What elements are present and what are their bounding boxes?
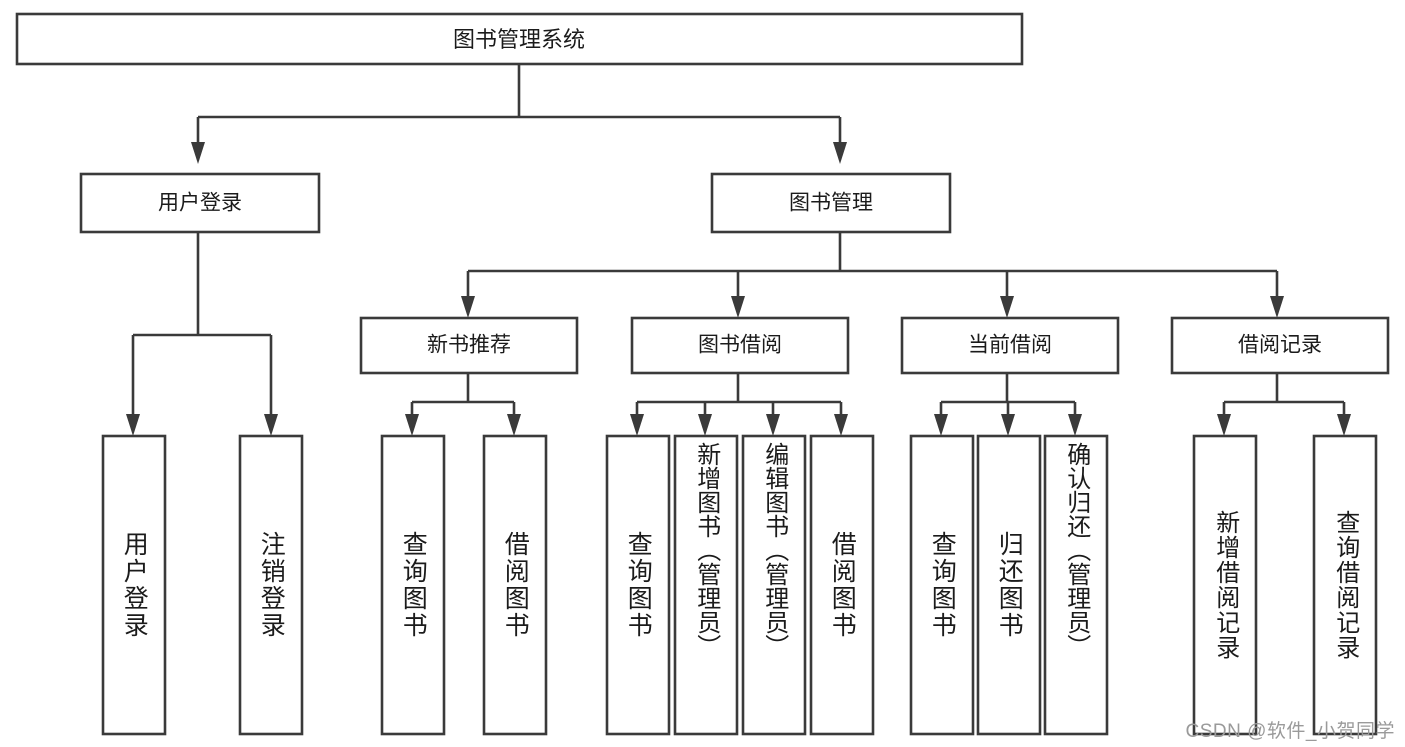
node-borrow-record-label: 借阅记录 bbox=[1238, 334, 1322, 357]
leaf-query-book-3-box[interactable] bbox=[909, 434, 975, 736]
csdn-watermark: CSDN @软件_小贺同学 bbox=[1185, 721, 1395, 742]
leaf-borrow-book-1-box[interactable] bbox=[482, 434, 548, 736]
leaf-add-record-box[interactable] bbox=[1192, 434, 1258, 736]
arrow-leaf-add-record bbox=[1217, 414, 1231, 436]
leaf-add-book-box[interactable] bbox=[673, 434, 739, 736]
arrow-leaf-return-book bbox=[1001, 414, 1015, 436]
node-user-login[interactable]: 用户登录 bbox=[79, 172, 321, 234]
node-book-manage-box[interactable] bbox=[710, 172, 952, 234]
leaf-borrow-book-2-box[interactable] bbox=[809, 434, 875, 736]
arrow-leaf-confirm-return bbox=[1068, 414, 1082, 436]
node-current-borrow-label: 当前借阅 bbox=[968, 334, 1052, 357]
leaf-query-book-1-box[interactable] bbox=[380, 434, 446, 736]
node-new-book-recommend-label: 新书推荐 bbox=[427, 334, 511, 357]
leaf-node-boxes bbox=[101, 434, 1378, 736]
connector-root-to-level2 bbox=[191, 64, 847, 164]
arrow-leaf-edit-book bbox=[766, 414, 780, 436]
arrow-book-borrow bbox=[731, 296, 745, 318]
node-new-book-recommend[interactable]: 新书推荐 bbox=[359, 316, 579, 375]
node-current-borrow-box[interactable] bbox=[900, 316, 1120, 375]
node-book-manage-label: 图书管理 bbox=[789, 192, 873, 215]
arrow-leaf-query-book-2 bbox=[630, 414, 644, 436]
node-book-borrow[interactable]: 图书借阅 bbox=[630, 316, 850, 375]
leaf-edit-book-box[interactable] bbox=[741, 434, 807, 736]
arrow-leaf-query-book-3 bbox=[934, 414, 948, 436]
node-user-login-box[interactable] bbox=[79, 172, 321, 234]
arrow-leaf-logout bbox=[264, 414, 278, 436]
node-book-manage[interactable]: 图书管理 bbox=[710, 172, 952, 234]
leaf-confirm-return-box[interactable] bbox=[1043, 434, 1109, 736]
connector-book-manage-to-level3 bbox=[461, 232, 1284, 318]
leaf-user-login-box[interactable] bbox=[101, 434, 167, 736]
connector-current-borrow-to-leaves bbox=[934, 373, 1082, 436]
connector-new-book-recommend-to-leaves bbox=[405, 373, 521, 436]
arrow-current-borrow bbox=[1000, 296, 1014, 318]
arrow-leaf-user-login bbox=[126, 414, 140, 436]
leaf-query-record-box[interactable] bbox=[1312, 434, 1378, 736]
arrow-book-manage bbox=[833, 142, 847, 164]
connector-user-login-to-leaves bbox=[126, 232, 278, 436]
arrow-new-book-recommend bbox=[461, 296, 475, 318]
arrow-leaf-query-book-1 bbox=[405, 414, 419, 436]
arrow-leaf-borrow-book-1 bbox=[507, 414, 521, 436]
node-borrow-record[interactable]: 借阅记录 bbox=[1170, 316, 1390, 375]
node-book-borrow-label: 图书借阅 bbox=[698, 334, 782, 357]
connector-borrow-record-to-leaves bbox=[1217, 373, 1351, 436]
node-root-box[interactable] bbox=[15, 12, 1024, 66]
leaf-return-book-box[interactable] bbox=[976, 434, 1042, 736]
node-new-book-recommend-box[interactable] bbox=[359, 316, 579, 375]
node-user-login-label: 用户登录 bbox=[158, 192, 242, 215]
connector-book-borrow-to-leaves bbox=[630, 373, 848, 436]
node-book-borrow-box[interactable] bbox=[630, 316, 850, 375]
node-root[interactable]: 图书管理系统 bbox=[15, 12, 1024, 66]
leaf-query-book-2-box[interactable] bbox=[605, 434, 671, 736]
node-current-borrow[interactable]: 当前借阅 bbox=[900, 316, 1120, 375]
arrow-borrow-record bbox=[1270, 296, 1284, 318]
arrow-user-login bbox=[191, 142, 205, 164]
node-borrow-record-box[interactable] bbox=[1170, 316, 1390, 375]
node-root-label: 图书管理系统 bbox=[453, 27, 585, 52]
arrow-leaf-borrow-book-2 bbox=[834, 414, 848, 436]
arrow-leaf-query-record bbox=[1337, 414, 1351, 436]
leaf-logout-box[interactable] bbox=[238, 434, 304, 736]
arrow-leaf-add-book bbox=[698, 414, 712, 436]
